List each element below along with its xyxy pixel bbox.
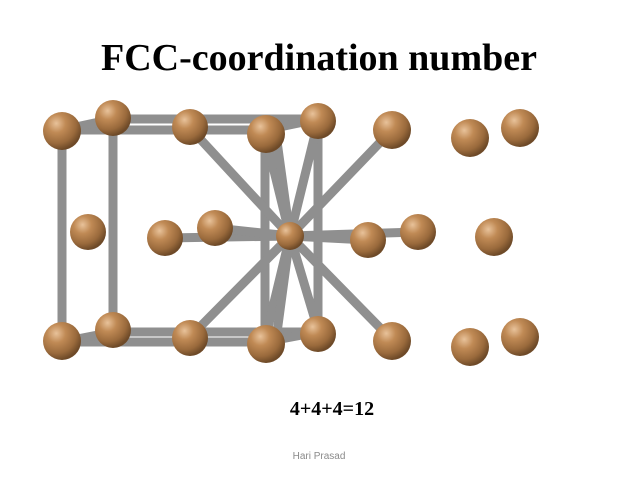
coordination-formula: 4+4+4=12 [289,398,375,420]
atom [300,316,336,352]
bond [285,231,397,345]
atom [147,220,183,256]
atom [373,322,411,360]
atom [95,100,131,136]
atom [373,111,411,149]
bond [285,117,323,241]
atom [475,218,513,256]
atom [501,109,539,147]
atom [247,115,285,153]
atom [247,325,285,363]
atom [172,109,208,145]
author-footer: Hari Prasad [292,451,346,462]
bond [271,231,295,345]
atom [300,103,336,139]
atom [172,320,208,356]
atom [43,322,81,360]
atom [350,222,386,258]
atom [197,210,233,246]
bond [185,231,295,342]
atom [400,214,436,250]
bond [185,123,295,241]
bond [285,231,323,335]
atoms [43,100,539,366]
atom [451,328,489,366]
central-atom [276,222,304,250]
atom [43,112,81,150]
atom [70,214,106,250]
slide-title: FCC-coordination number [101,37,537,79]
bond [271,129,295,241]
atom [95,312,131,348]
atom [451,119,489,157]
atom [501,318,539,356]
bond [285,125,397,241]
